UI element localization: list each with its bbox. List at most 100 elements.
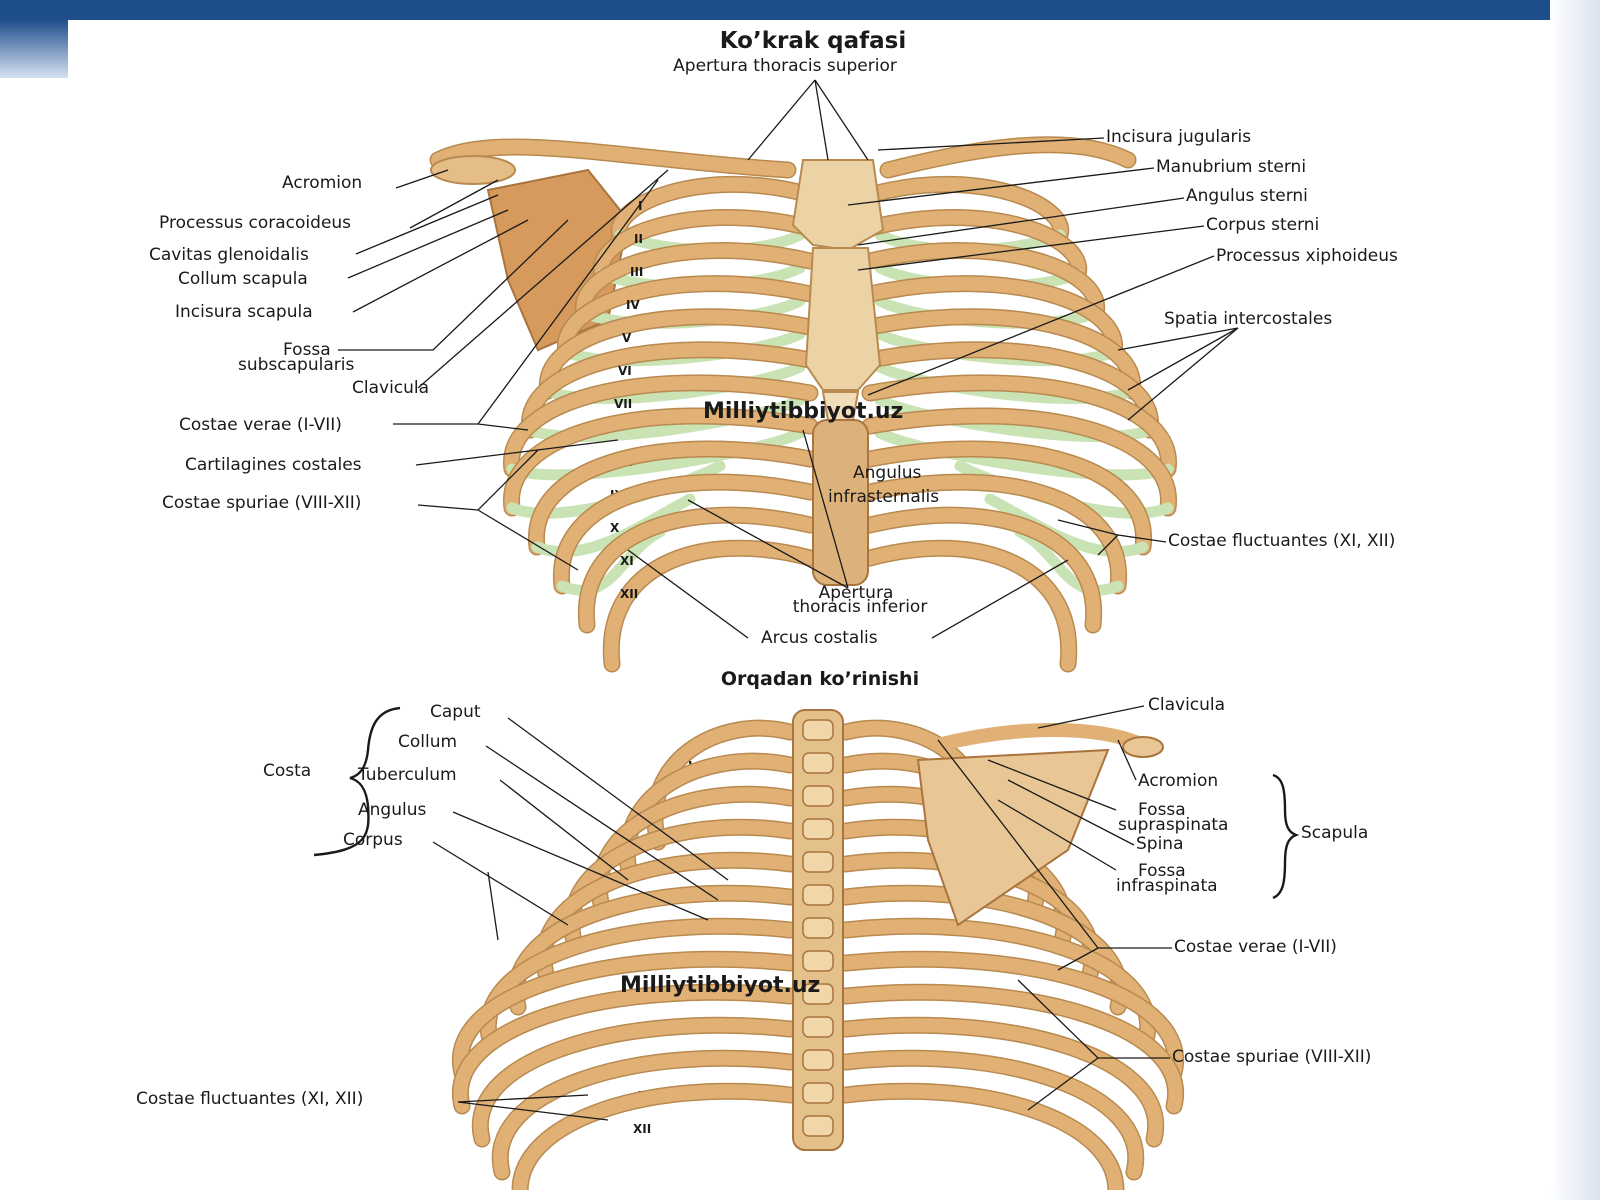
back-rib-right-12-fill — [839, 1084, 1123, 1190]
label-infrasternalis: infrasternalis — [828, 487, 939, 507]
front-rib-right-3-fill — [863, 243, 1104, 320]
label-costae-verae-back: Costae verae (I-VII) — [1174, 937, 1337, 957]
front-rib-right-12-fill — [863, 541, 1076, 671]
label-costae-spuriae-front: Costae spuriae (VIII-XII) — [162, 493, 361, 513]
back-vertebra-4 — [802, 818, 834, 840]
back-title: Orqadan ko’rinishi — [721, 668, 919, 690]
front-rib-right-1-fill — [863, 177, 1068, 242]
label-costa: Costa — [263, 761, 311, 781]
label-incisura-scapula: Incisura scapula — [175, 302, 313, 322]
slide-header-bar — [0, 0, 1600, 20]
label-costae-fluctuantes-back: Costae fluctuantes (XI, XII) — [136, 1089, 363, 1109]
front-rib-numeral-10: X — [610, 521, 620, 535]
front-rib-left-4-fill — [558, 276, 817, 359]
label-angulus-sterni: Angulus sterni — [1186, 186, 1308, 206]
front-rib-left-9-fill — [529, 442, 817, 554]
label-incisura-jugularis: Incisura jugularis — [1106, 127, 1251, 147]
front-rib-right-10-fill — [863, 475, 1126, 593]
front-rib-left-1-fill — [612, 177, 817, 242]
front-rib-right-11-fill — [863, 508, 1101, 632]
front-corpus-sterni — [804, 247, 882, 391]
label-manubrium-sterni: Manubrium sterni — [1156, 157, 1306, 177]
back-vertebra-6 — [802, 884, 834, 906]
back-rib-left-8-fill — [453, 952, 797, 1080]
label-clavicula-back: Clavicula — [1148, 695, 1225, 715]
front-cartilage-right-7 — [874, 427, 1174, 481]
costa-brace — [313, 706, 401, 857]
back-leader-lines — [432, 705, 1172, 1121]
front-rib-numeral-2: II — [634, 232, 643, 246]
front-rib-numeral-7: VII — [614, 397, 632, 411]
label-processus-xiphoideus: Processus xiphoideus — [1216, 246, 1398, 266]
front-rib-numeral-3: III — [630, 265, 643, 279]
front-rib-left-7-fill — [504, 375, 817, 476]
back-vertebrae — [802, 719, 834, 1137]
front-rib-right-7-fill — [863, 375, 1176, 476]
front-rib-left-6-fill — [522, 342, 817, 437]
label-collum: Collum — [398, 732, 457, 752]
front-rib-right-8-fill — [863, 409, 1176, 515]
label-apertura: Apertura — [819, 583, 894, 603]
front-rib-numeral-6: VI — [618, 364, 632, 378]
label-spatia-intercostales: Spatia intercostales — [1164, 309, 1332, 329]
front-acromion — [430, 155, 516, 185]
front-rib-numeral-5: V — [622, 331, 632, 345]
back-vertebra-10 — [802, 1016, 834, 1038]
slide-left-accent — [0, 20, 68, 78]
label-thoracis-inferior: thoracis inferior — [793, 597, 928, 617]
back-vertebra-1 — [802, 719, 834, 741]
label-arcus-costalis: Arcus costalis — [761, 628, 878, 648]
back-vertebra-8 — [802, 950, 834, 972]
front-watermark: Milliytibbiyot.uz — [703, 399, 903, 424]
front-cartilage-left-10 — [556, 526, 666, 596]
back-rib-left-11-fill — [493, 1051, 797, 1179]
label-acromion: Acromion — [282, 173, 362, 193]
front-rib-left-12-fill — [604, 541, 817, 671]
back-rib-left-12 — [511, 1082, 799, 1190]
label-spina: Spina — [1136, 834, 1184, 854]
slide-frame-shadow — [1550, 0, 1600, 1200]
back-rib-left-10-fill — [473, 1018, 797, 1146]
back-rib-right-10 — [837, 1016, 1165, 1148]
front-clavicle-right-fill — [881, 137, 1135, 177]
label-acromion-back: Acromion — [1138, 771, 1218, 791]
front-rib-left-3-fill — [576, 243, 817, 320]
label-corpus: Corpus — [343, 830, 403, 850]
front-rib-left-8-fill — [504, 409, 817, 515]
label-costae-fluctuantes-front: Costae fluctuantes (XI, XII) — [1168, 531, 1395, 551]
back-rib-left-12-fill — [513, 1084, 797, 1190]
label-scapula: Scapula — [1301, 823, 1368, 843]
label-fossa-infra: Fossa — [1138, 861, 1186, 881]
front-leader-lines — [338, 79, 1239, 639]
label-subscapularis: subscapularis — [238, 355, 354, 375]
label-caput: Caput — [430, 702, 481, 722]
front-cartilage-right-10 — [1014, 526, 1124, 596]
label-angulus: Angulus — [853, 463, 921, 483]
front-rib-right-4-fill — [863, 276, 1122, 359]
label-supraspinata: supraspinata — [1118, 815, 1228, 835]
back-vertebra-3 — [802, 785, 834, 807]
back-rib-right-12 — [837, 1082, 1125, 1190]
back-acromion — [1122, 736, 1164, 758]
back-vertebra-5 — [802, 851, 834, 873]
label-tuberculum: Tuberculum — [357, 765, 457, 785]
front-rib-numeral-4: IV — [626, 298, 640, 312]
front-rib-left-5-fill — [540, 309, 817, 398]
label-corpus-sterni: Corpus sterni — [1206, 215, 1319, 235]
back-vertebra-13 — [802, 1115, 834, 1137]
front-manubrium — [791, 159, 885, 252]
back-rib-right-10-fill — [839, 1018, 1163, 1146]
back-vertebra-7 — [802, 917, 834, 939]
label-collum-scapula: Collum scapula — [178, 269, 308, 289]
front-rib-left-11-fill — [579, 508, 817, 632]
label-fossa-supra: Fossa — [1138, 800, 1186, 820]
front-cartilage-left-7 — [506, 427, 806, 481]
label-clavicula-front: Clavicula — [352, 378, 429, 398]
scapula-brace — [1272, 773, 1300, 900]
front-rib-right-2-fill — [863, 210, 1086, 281]
label-cavitas-glenoidalis: Cavitas glenoidalis — [149, 245, 309, 265]
front-title: Ko’krak qafasi — [720, 28, 907, 54]
